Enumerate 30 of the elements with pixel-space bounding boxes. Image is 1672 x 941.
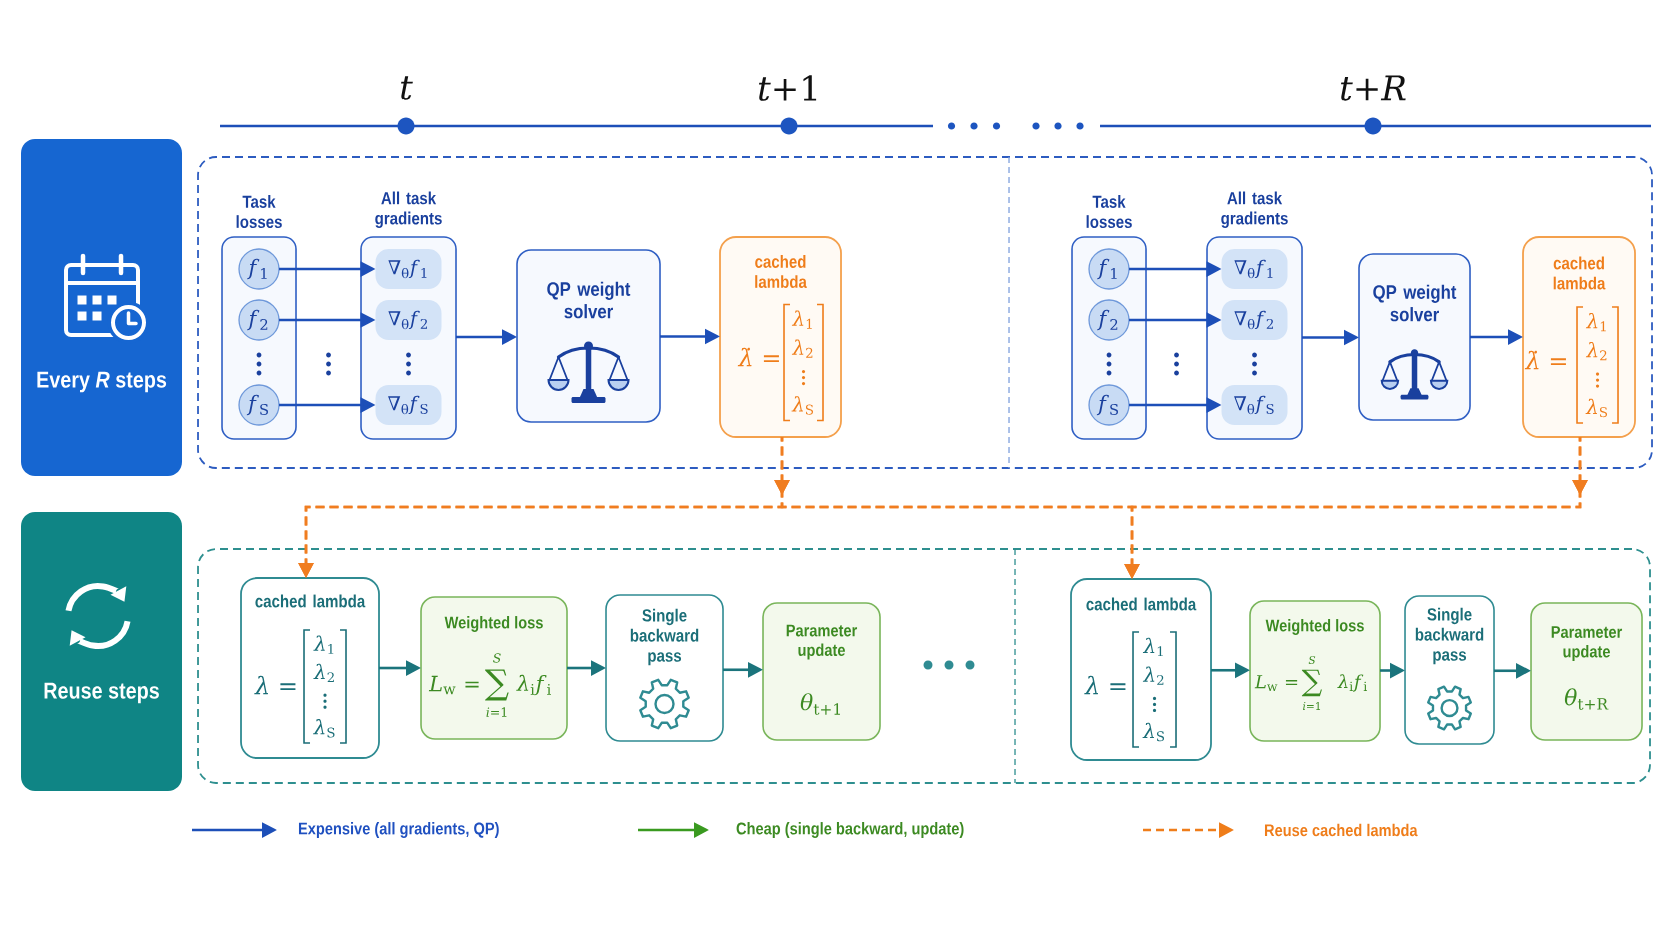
lambda-box: cached lambda λ = λ$_{1}$ λ$_{2}$ λ$_{S}$ bbox=[1070, 578, 1212, 761]
weighted-loss-box: Weighted loss L$_{w}$ = S ∑ i=1 λ$_{i}$f$_{i}$ bbox=[420, 596, 568, 740]
time-label: t bbox=[401, 76, 413, 100]
legend-label: Expensive (all gradients, QP) bbox=[299, 822, 499, 838]
gradient-pill: ∇$_{θ}$f$_{1}$ bbox=[375, 249, 442, 289]
legend-label: Cheap (single backward, update) bbox=[736, 822, 964, 838]
time-label: t+1 bbox=[758, 75, 817, 101]
panel: Reuse steps bbox=[21, 512, 182, 791]
panel: Every R steps bbox=[21, 139, 182, 476]
lambda-box: cached lambda λ̇ = λ$_{1}$ λ$_{2}$ λ$_{S}$ bbox=[1522, 236, 1636, 438]
update-box: Parameter update θ$_{t+R}$ bbox=[1530, 602, 1643, 741]
node-label: All task gradients bbox=[1221, 191, 1288, 229]
backward-box: Single backward pass bbox=[1404, 595, 1495, 745]
gradient-pill: ∇$_{θ}$f$_{S}$ bbox=[375, 385, 442, 425]
gradient-pill: ∇$_{θ}$f$_{2}$ bbox=[375, 300, 442, 340]
lambda-box: cached lambda λ̇ = λ$_{1}$ λ$_{2}$ λ$_{S}$ bbox=[719, 236, 842, 438]
gradient-pill: ∇$_{θ}$f$_{S}$ bbox=[1221, 385, 1288, 425]
gradient-pill: ∇$_{θ}$f$_{1}$ bbox=[1221, 249, 1288, 289]
time-label: t+R bbox=[1340, 75, 1406, 101]
lambda-box: cached lambda λ = λ$_{1}$ λ$_{2}$ λ$_{S}$ bbox=[240, 577, 380, 759]
node-label: Task losses bbox=[236, 195, 282, 229]
backward-box: Single backward pass bbox=[605, 594, 724, 742]
solver-box: QP weight solver bbox=[1358, 253, 1471, 421]
gradient-pill: ∇$_{θ}$f$_{2}$ bbox=[1221, 300, 1288, 340]
update-box: Parameter update θ$_{t+1}$ bbox=[762, 602, 881, 741]
weighted-loss-box: Weighted loss L$_{w}$ = S ∑ i=1 λ$_{i}$f$_{i}$ bbox=[1249, 600, 1381, 742]
legend-label: Reuse cached lambda bbox=[1265, 823, 1418, 837]
solver-box: QP weight solver bbox=[516, 249, 661, 423]
node-label: All task gradients bbox=[375, 191, 442, 229]
node-label: Task losses bbox=[1086, 195, 1132, 229]
